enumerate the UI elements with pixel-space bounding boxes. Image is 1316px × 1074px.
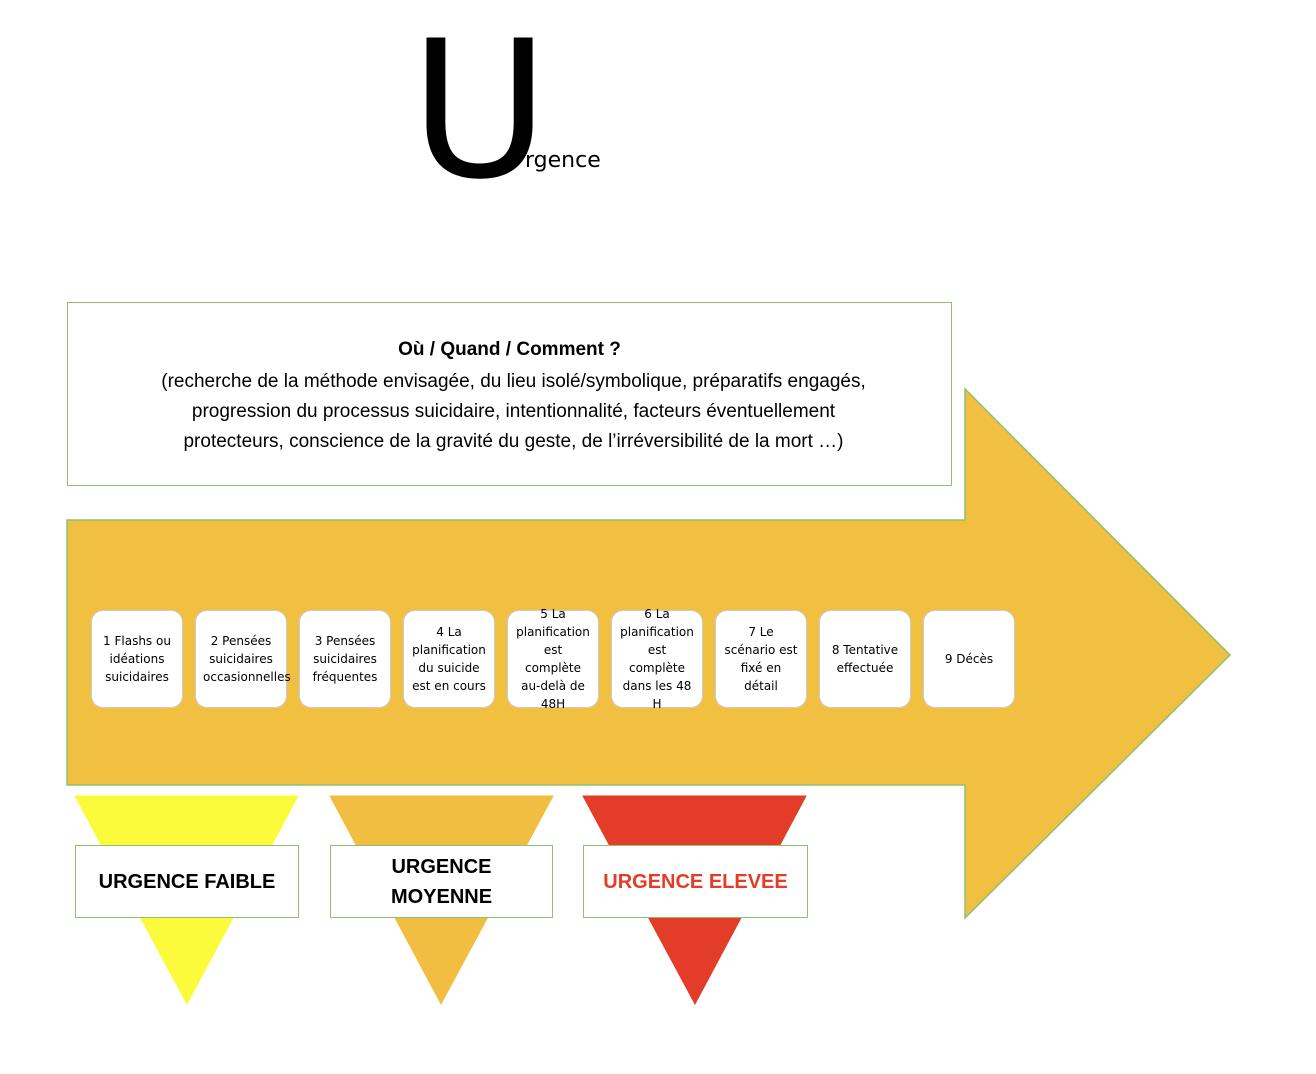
step-label: 6 La planification est complète dans les…	[620, 607, 694, 711]
step-label: 8 Tentative effectuée	[831, 643, 899, 675]
question-title: Où / Quand / Comment ?	[398, 339, 621, 360]
question-line: progression du processus suicidaire, int…	[191, 401, 836, 422]
page-title: U rgence	[410, 16, 670, 206]
step-box-4: 4 La planification du suicide est en cou…	[403, 610, 495, 708]
step-box-3: 3 Pensées suicidaires fréquentes	[299, 610, 391, 708]
urgency-label-high: URGENCE ELEVEE	[583, 845, 808, 918]
question-details: (recherche de la méthode envisagée, du l…	[86, 367, 941, 457]
step-label: 4 La planification du suicide est en cou…	[412, 625, 486, 693]
question-box: Où / Quand / Comment ? (recherche de la …	[67, 302, 952, 486]
step-box-9: 9 Décès	[923, 610, 1015, 708]
urgency-label-medium: URGENCE MOYENNE	[330, 845, 553, 918]
step-box-7: 7 Le scénario est fixé en détail	[715, 610, 807, 708]
step-box-5: 5 La planification est complète au-delà …	[507, 607, 599, 711]
question-line: (recherche de la méthode envisagée, du l…	[161, 371, 866, 392]
step-label: 1 Flashs ou idéations suicidaires	[103, 634, 171, 684]
step-label: 2 Pensées suicidaires occasionnelles	[203, 634, 291, 684]
step-label: 9 Décès	[944, 652, 994, 666]
step-label: 7 Le scénario est fixé en détail	[724, 625, 798, 693]
step-box-2: 2 Pensées suicidaires occasionnelles	[195, 610, 291, 708]
step-box-1: 1 Flashs ou idéations suicidaires	[91, 610, 183, 708]
urgency-label-low: URGENCE FAIBLE	[75, 845, 299, 918]
title-initial: U	[410, 0, 550, 221]
step-box-8: 8 Tentative effectuée	[819, 610, 911, 708]
step-label: 5 La planification est complète au-delà …	[516, 607, 590, 711]
question-line: protecteurs, conscience de la gravité du…	[183, 431, 844, 452]
step-box-6: 6 La planification est complète dans les…	[611, 607, 703, 711]
title-rest: rgence	[525, 148, 601, 173]
step-label: 3 Pensées suicidaires fréquentes	[312, 634, 378, 684]
